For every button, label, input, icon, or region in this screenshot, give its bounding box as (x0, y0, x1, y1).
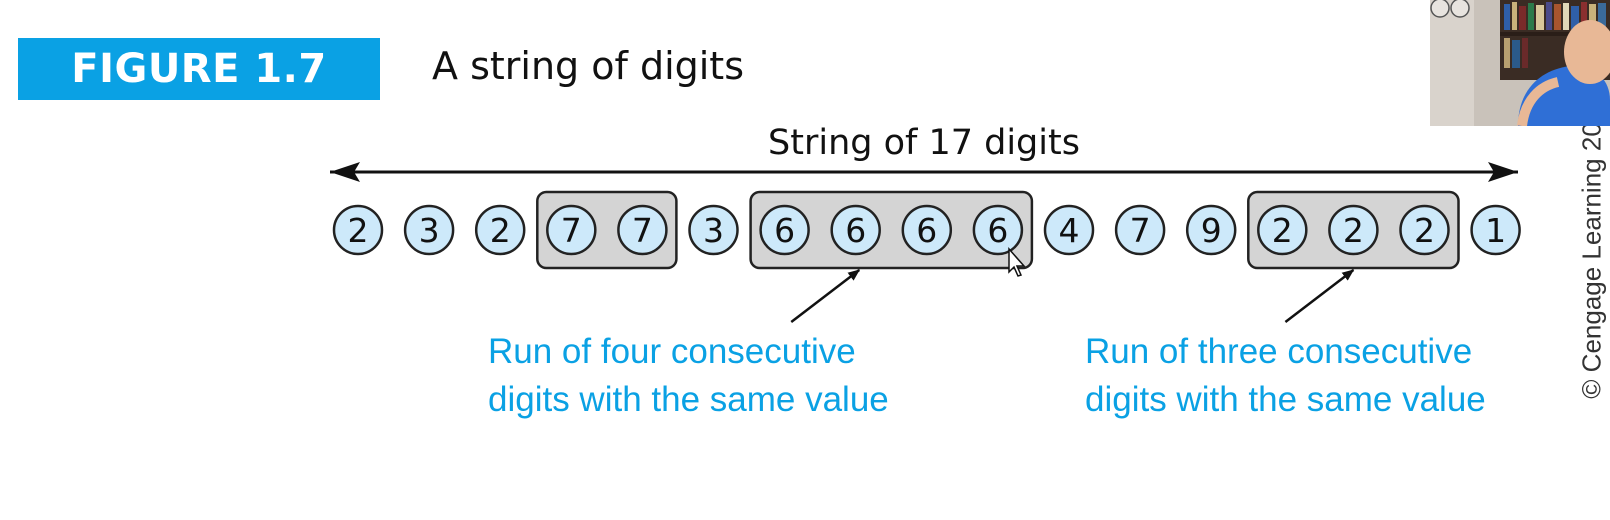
digit-value: 6 (845, 211, 866, 250)
digit-circle (1399, 204, 1450, 256)
digit-circle (1257, 204, 1308, 256)
figure-title: A string of digits (432, 44, 744, 88)
digit-item: 2 (332, 204, 384, 256)
digit-item: 6 (759, 204, 810, 256)
digit-circle (972, 204, 1024, 256)
digit-item: 2 (1399, 204, 1450, 256)
mouse-cursor-icon (1008, 247, 1026, 277)
digit-item: 7 (546, 204, 597, 256)
digit-value: 3 (419, 211, 440, 250)
digit-value: 9 (1201, 211, 1222, 250)
digit-circle (901, 204, 953, 256)
digit-value: 2 (348, 211, 369, 250)
digit-value: 2 (1414, 211, 1435, 250)
annotation-text-line: digits with the same value (1085, 380, 1486, 419)
copyright-notice: © Cengage Learning 2014 (1576, 93, 1607, 399)
digit-item: 3 (403, 204, 455, 256)
digit-value: 7 (1130, 211, 1151, 250)
digit-value: 4 (1059, 211, 1080, 250)
digit-value: 2 (490, 211, 511, 250)
digit-item: 2 (1328, 204, 1379, 256)
digit-value: 6 (916, 211, 937, 250)
digit-circle (474, 204, 526, 256)
webcam-overlay (1430, 0, 1610, 126)
digit-circle (1328, 204, 1379, 256)
digit-item: 3 (688, 204, 739, 256)
annotation-text-line: Run of three consecutive (1085, 332, 1472, 371)
digit-item: 9 (1185, 204, 1237, 256)
digit-sequence: 2 3 2 7 7 3 6 6 6 6 4 7 9 2 2 2 1 (332, 204, 1521, 256)
run-group-box (749, 190, 1034, 270)
digit-value: 2 (1343, 211, 1364, 250)
digit-item: 2 (1257, 204, 1308, 256)
annotation-pointer-arrow (790, 269, 861, 323)
run-annotations: Run of four consecutive digits with the s… (488, 269, 1486, 419)
digit-value: 1 (1485, 211, 1506, 250)
digit-item: 7 (1114, 204, 1166, 256)
digit-circle (688, 204, 739, 256)
figure-label: FIGURE 1.7 (71, 46, 327, 92)
digit-circle (1470, 204, 1521, 256)
digit-value: 6 (774, 211, 795, 250)
digit-value: 7 (561, 211, 582, 250)
digit-circle (1114, 204, 1166, 256)
digit-item: 1 (1470, 204, 1521, 256)
digit-circle (1185, 204, 1237, 256)
digit-circle (1043, 204, 1095, 256)
annotation-text-line: Run of four consecutive (488, 332, 856, 371)
digit-item: 6 (830, 204, 881, 256)
digit-value: 2 (1272, 211, 1293, 250)
digit-value: 6 (987, 211, 1008, 250)
digit-circle (332, 204, 384, 256)
annotation-text-line: digits with the same value (488, 380, 889, 419)
digit-item: 6 (901, 204, 953, 256)
digit-value: 7 (632, 211, 653, 250)
digit-item: 2 (474, 204, 526, 256)
digit-circle (830, 204, 881, 256)
digit-circle (546, 204, 597, 256)
digit-circle (617, 204, 668, 256)
annotation-pointer-arrow (1284, 269, 1355, 323)
digit-circle (403, 204, 455, 256)
figure-label-badge: FIGURE 1.7 (18, 38, 380, 100)
digit-item: 6 (972, 204, 1024, 256)
webcam-scene-image (1430, 0, 1610, 126)
digit-circle (759, 204, 810, 256)
digit-item: 7 (617, 204, 668, 256)
digit-item: 4 (1043, 204, 1095, 256)
span-label: String of 17 digits (768, 123, 1080, 163)
digit-value: 3 (703, 211, 724, 250)
